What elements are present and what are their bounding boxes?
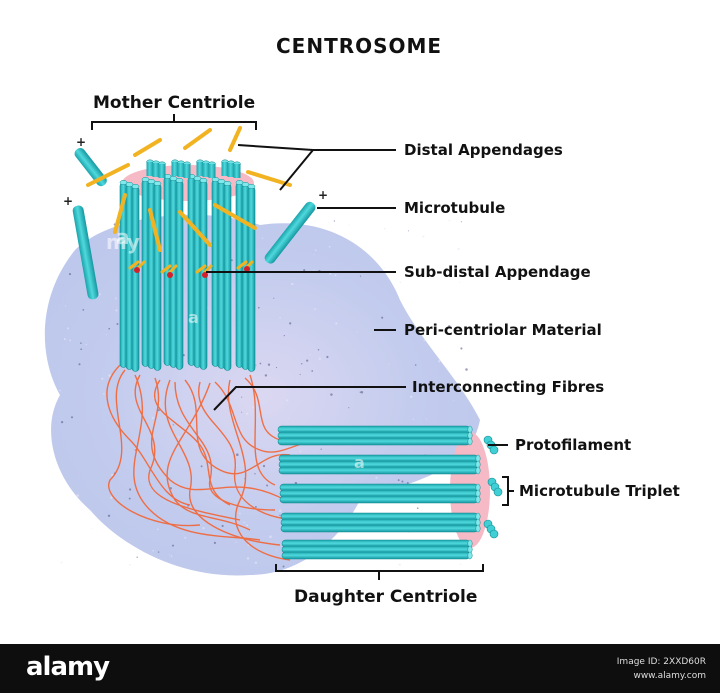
label-daughter-centriole: Daughter Centriole xyxy=(294,587,478,607)
label-interconnecting-fibres: Interconnecting Fibres xyxy=(412,378,605,396)
free-microtubule-top xyxy=(74,147,107,187)
diagram-stage: + + + xyxy=(44,34,680,607)
distal-appendages xyxy=(86,126,292,252)
site-url: www.alamy.com xyxy=(633,671,706,681)
label-distal-appendages: Distal Appendages xyxy=(404,141,563,159)
label-microtubule-triplet: Microtubule Triplet xyxy=(519,482,680,500)
daughter-centriole-bracket xyxy=(275,564,484,580)
daughter-centriole xyxy=(277,425,503,560)
interconnecting-fibres xyxy=(106,364,321,561)
plus-sign-1: + xyxy=(76,135,86,149)
alamy-logo: alamy xyxy=(26,652,110,682)
label-sub-distal-appendage: Sub-distal Appendage xyxy=(404,263,591,281)
free-microtubule-right xyxy=(264,201,316,264)
centrosome-illustration: + + + xyxy=(44,114,514,580)
plus-sign-3: + xyxy=(318,188,328,202)
plus-sign-2: + xyxy=(63,194,73,208)
mother-centriole-bracket xyxy=(91,114,257,130)
leader-lines xyxy=(91,114,514,580)
diagram-title: CENTROSOME xyxy=(276,34,443,58)
label-microtubule: Microtubule xyxy=(404,199,506,217)
image-meta: Image ID: 2XXD60R www.alamy.com xyxy=(617,655,706,683)
microtubule-triplet-bracket xyxy=(502,476,514,506)
sub-distal-appendages xyxy=(128,260,254,278)
stock-footer: alamy Image ID: 2XXD60R www.alamy.com xyxy=(0,644,720,693)
label-peri-centriolar-material: Peri-centriolar Material xyxy=(404,321,602,339)
label-protofilament: Protofilament xyxy=(515,436,632,454)
image-id: Image ID: 2XXD60R xyxy=(616,657,706,667)
free-microtubule-left xyxy=(72,205,99,300)
label-mother-centriole: Mother Centriole xyxy=(93,93,256,113)
